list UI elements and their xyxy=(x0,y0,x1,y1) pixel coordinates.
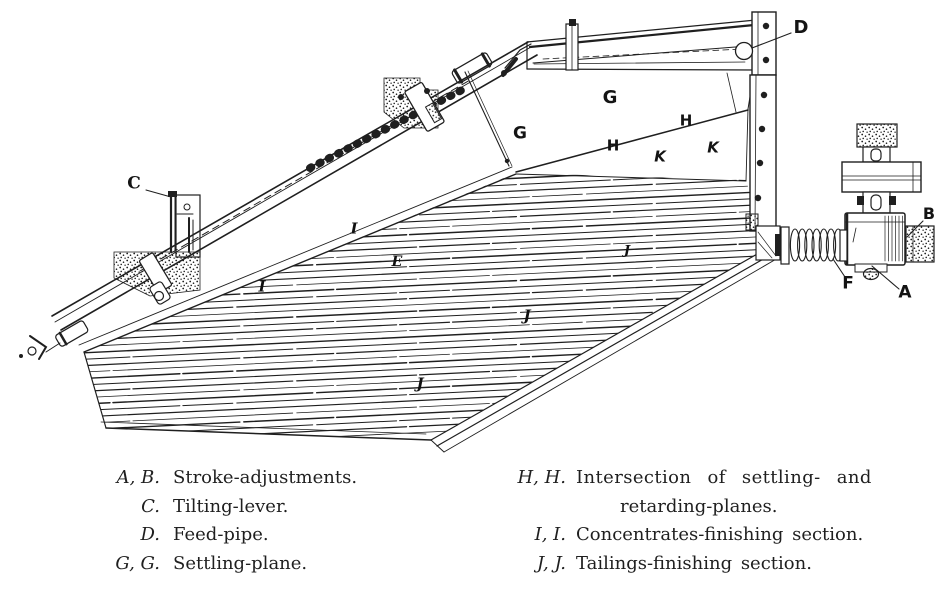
spring xyxy=(780,226,848,265)
part-label-a: A xyxy=(898,282,912,303)
legend-row: D. Feed-pipe. xyxy=(92,521,357,550)
part-label-b: B xyxy=(922,204,936,223)
legend-text: Tilting-lever. xyxy=(173,495,289,517)
deck-label-j-mid: J xyxy=(523,306,531,325)
part-label-c: C xyxy=(127,173,141,194)
side-rail xyxy=(51,41,538,331)
deck-label-j-lower: J xyxy=(416,374,424,393)
legend-right-column: H, H. Intersection of settling- and reta… xyxy=(462,464,872,578)
stroke-adjustment-b-bracket xyxy=(905,225,935,263)
legend-keys: C. xyxy=(141,495,160,517)
head-motion xyxy=(780,123,935,290)
stroke-adjustment-a-nut xyxy=(862,267,880,281)
legend-text: Stroke-adjustments. xyxy=(173,467,358,488)
legend-text: Feed-pipe. xyxy=(173,524,269,545)
legend-keys: H, H. xyxy=(517,467,566,488)
part-label-d: D xyxy=(793,17,809,38)
legend-row: J, J. Tailings-finishing section. xyxy=(462,550,872,579)
c-pointer-line xyxy=(145,189,172,198)
deck-label-i-upper: I xyxy=(350,219,358,238)
legend-keys: A, B. xyxy=(116,467,160,488)
legend-row: G, G. Settling-plane. xyxy=(92,550,357,579)
tilting-lever xyxy=(138,189,201,305)
rail-tip-hardware xyxy=(19,320,89,360)
legend-keys: D. xyxy=(140,524,160,545)
upper-support-clamp xyxy=(383,77,445,132)
crossbar xyxy=(841,161,922,193)
legend-text: Tailings-finishing section. xyxy=(576,552,812,574)
settling-plane-rod xyxy=(464,70,513,167)
legend-row: A, B. Stroke-adjustments. xyxy=(92,464,357,493)
part-label-f: F xyxy=(842,273,854,294)
legend-keys: J, J. xyxy=(536,552,566,574)
table-deck-outline xyxy=(78,166,779,453)
deck-label-i-lower: I xyxy=(258,277,266,296)
legend-row: H, H. Intersection of settling- and xyxy=(462,464,872,493)
d-pointer-line xyxy=(751,32,792,49)
legend-text: Settling-plane. xyxy=(173,552,308,574)
deck-label-j-upper: J xyxy=(623,243,631,259)
legend-row: I, I. Concentrates-finishing section. xyxy=(462,521,872,550)
feed-launder xyxy=(501,19,757,77)
legend-row-continuation: retarding-planes. xyxy=(620,495,778,517)
a-pointer-line xyxy=(871,265,900,290)
part-label-k-right: K xyxy=(707,138,719,157)
hanger-cap xyxy=(856,123,898,148)
part-label-k-left: K xyxy=(654,147,666,166)
b-pointer-line xyxy=(906,220,924,238)
legend-left-column: A, B. Stroke-adjustments. C. Tilting-lev… xyxy=(92,464,357,578)
deck-label-e: E xyxy=(391,254,403,270)
plane-intersection-line xyxy=(515,65,756,182)
legend-text: Concentrates-finishing section. xyxy=(576,524,864,545)
end-column xyxy=(745,74,781,261)
feed-pipe-opening xyxy=(734,41,754,61)
legend-keys: I, I. xyxy=(534,524,566,545)
part-label-h-right: H xyxy=(679,111,693,130)
part-label-g-lower: G xyxy=(513,123,527,144)
legend-row: C. Tilting-lever. xyxy=(92,493,357,522)
legend-keys: G, G. xyxy=(115,552,160,574)
legend-text: Intersection of settling- and xyxy=(576,467,872,488)
f-pointer-line xyxy=(832,258,846,278)
part-label-g-upper: G xyxy=(602,87,618,108)
part-label-h-left: H xyxy=(606,136,620,155)
